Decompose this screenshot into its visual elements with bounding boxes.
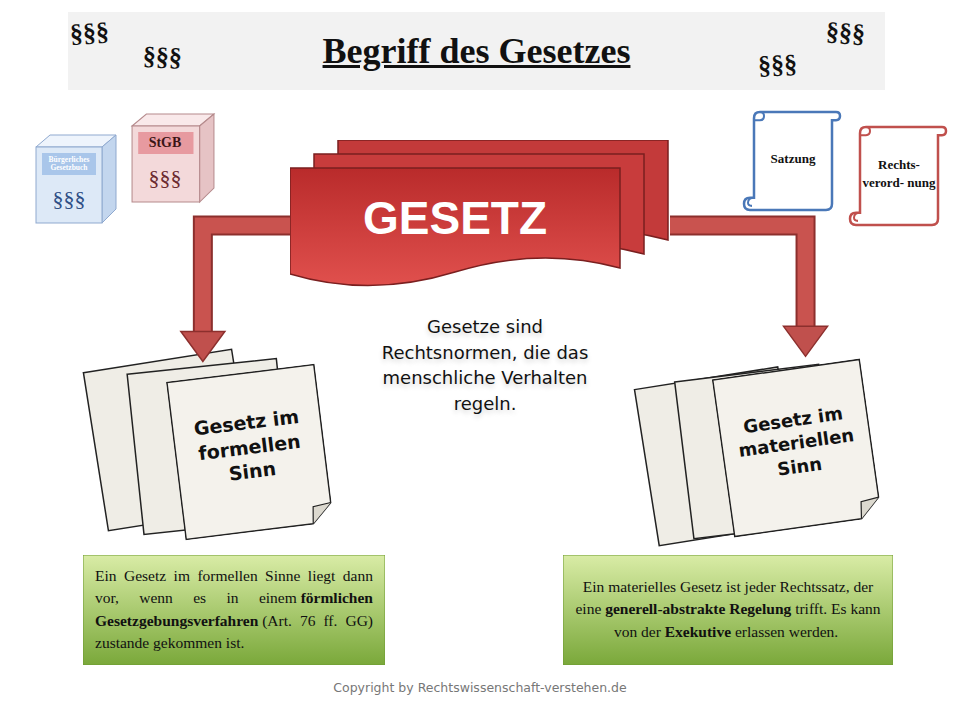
node-label: GESETZ bbox=[290, 182, 620, 254]
book-shape bbox=[34, 133, 118, 225]
paragraph-symbols: §§§ bbox=[757, 49, 798, 81]
node-label: Bürgerliches Gesetzbuch bbox=[42, 153, 96, 175]
paper: Gesetz im formellen Sinn bbox=[166, 363, 334, 540]
node-label: §§§ bbox=[132, 158, 198, 198]
book: Bürgerliches Gesetzbuch §§§ bbox=[34, 133, 118, 225]
arrow-head bbox=[784, 326, 828, 356]
arrow-head bbox=[181, 331, 225, 361]
book-shape bbox=[130, 112, 216, 204]
book: StGB §§§ bbox=[130, 112, 216, 204]
definition-text: Ein Gesetz im formellen Sinne liegt dann… bbox=[83, 557, 385, 663]
scroll: Rechts- verord- nung bbox=[848, 125, 948, 227]
block-arrow bbox=[181, 226, 290, 362]
arrow-shaft bbox=[203, 226, 290, 334]
node-label: Rechts- verord- nung bbox=[860, 137, 938, 211]
text-run: generell-abstrakte Regelung bbox=[605, 600, 791, 617]
paragraph-symbols: §§§ bbox=[825, 17, 866, 50]
paper: Gesetz im materiellen Sinn bbox=[712, 358, 883, 537]
scroll: Satzung bbox=[742, 110, 842, 212]
definition-box: Ein Gesetz im formellen Sinne liegt dann… bbox=[83, 555, 385, 665]
block-arrow bbox=[670, 226, 828, 357]
arrow-shaft-outline bbox=[670, 226, 806, 329]
copyright-note: Copyright by Rechtswissenschaft-verstehe… bbox=[280, 680, 680, 695]
node-label: StGB bbox=[138, 132, 192, 154]
paragraph-symbols: §§§ bbox=[142, 41, 183, 73]
node-label: Gesetz im formellen Sinn bbox=[178, 385, 320, 510]
definition-note: Gesetze sind Rechtsnormen, die das mensc… bbox=[372, 314, 598, 416]
paragraph-symbols: §§§ bbox=[69, 17, 110, 50]
definition-text: Ein materielles Gesetz ist jeder Rechtss… bbox=[563, 568, 893, 651]
arrow-shaft-outline bbox=[203, 226, 290, 334]
arrow-shaft bbox=[670, 226, 806, 329]
definition-box: Ein materielles Gesetz ist jeder Rechtss… bbox=[563, 555, 893, 665]
banner: GESETZ bbox=[290, 140, 670, 290]
node-label: §§§ bbox=[36, 179, 102, 219]
node-label: Gesetz im materiellen Sinn bbox=[722, 379, 870, 507]
title-band bbox=[68, 12, 885, 90]
text-run: Exekutive bbox=[665, 623, 731, 640]
node-label: Satzung bbox=[754, 122, 832, 196]
text-run: erlassen werden. bbox=[735, 623, 838, 640]
